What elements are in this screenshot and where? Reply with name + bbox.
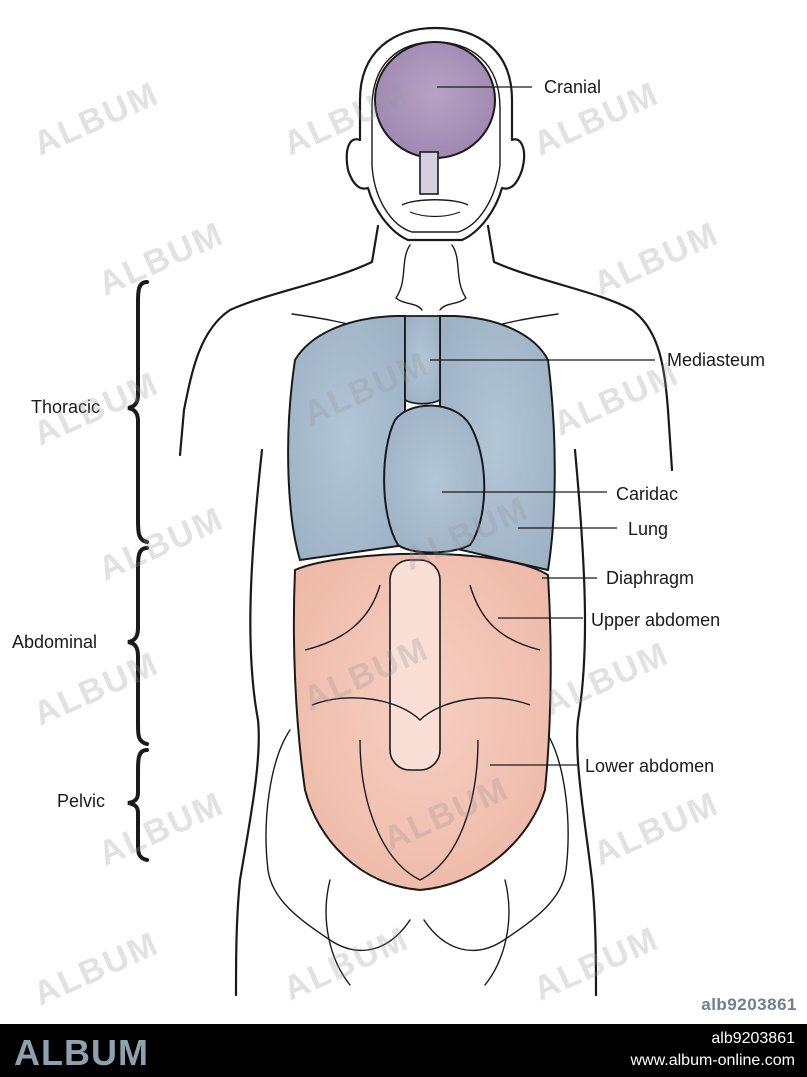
chin-line: [409, 211, 461, 218]
pelvic-label: Pelvic: [57, 791, 106, 811]
cervical-spine-left: [395, 244, 423, 311]
upper-abdomen-label: Upper abdomen: [591, 610, 721, 630]
cranial-label: Cranial: [544, 77, 602, 97]
head-inner-outline: [371, 41, 501, 233]
right-pelvis-bone: [423, 729, 569, 952]
lower-abdomen-label: Lower abdomen: [585, 756, 715, 776]
right-femur: [484, 879, 510, 986]
footer-bar: ALBUM alb9203861 www.album-online.com: [0, 1024, 807, 1077]
heart: [383, 404, 486, 554]
left-torso-side: [234, 448, 264, 997]
left-pelvis-bone: [265, 729, 411, 952]
image-id-stamp: alb9203861: [701, 995, 797, 1014]
left-lung: [287, 315, 406, 562]
mouth-line: [401, 199, 469, 206]
abdominal-bracket: [127, 546, 149, 746]
head-outline: [345, 26, 526, 242]
leader-lines: [430, 86, 655, 766]
thoracic-cavity: [287, 315, 556, 572]
thoracic-label: Thoracic: [31, 397, 101, 417]
lung-label: Lung: [628, 519, 669, 539]
pelvic-brim: [311, 697, 531, 721]
cranial-cavity: [374, 41, 496, 218]
pelvic-bracket: [127, 748, 149, 862]
footer-image-id: alb9203861: [711, 1030, 795, 1047]
cavity-brackets: [127, 280, 149, 862]
right-shoulder: [486, 224, 674, 472]
footer-url-link[interactable]: www.album-online.com: [630, 1052, 795, 1069]
mediastinum: [404, 315, 441, 405]
body-cavities-illustration: [127, 26, 674, 997]
diaphragm-label: Diaphragm: [606, 568, 695, 588]
left-femur: [325, 879, 351, 986]
mediastinum-label: Mediasteum: [667, 350, 766, 370]
cranial-region: [374, 41, 496, 159]
cervical-spine-right: [439, 244, 467, 311]
rib-margin-right: [469, 584, 541, 651]
right-torso-side: [573, 448, 598, 997]
abdominal-label: Abdominal: [12, 632, 98, 652]
body-outline: [178, 26, 674, 997]
left-shoulder: [178, 224, 380, 457]
sacrum-outline: [359, 739, 479, 881]
spinal-canal: [419, 151, 439, 195]
abdominopelvic-cavity: [292, 552, 552, 892]
rib-margin-left: [304, 584, 381, 651]
thoracic-bracket: [127, 280, 149, 544]
diagram-canvas: Cranial Mediasteum Caridac Lung Diaphrag…: [12, 26, 797, 1014]
lumbar-spine: [389, 559, 441, 771]
cardiac-label: Caridac: [616, 484, 679, 504]
brand-logo: ALBUM: [14, 1032, 149, 1073]
